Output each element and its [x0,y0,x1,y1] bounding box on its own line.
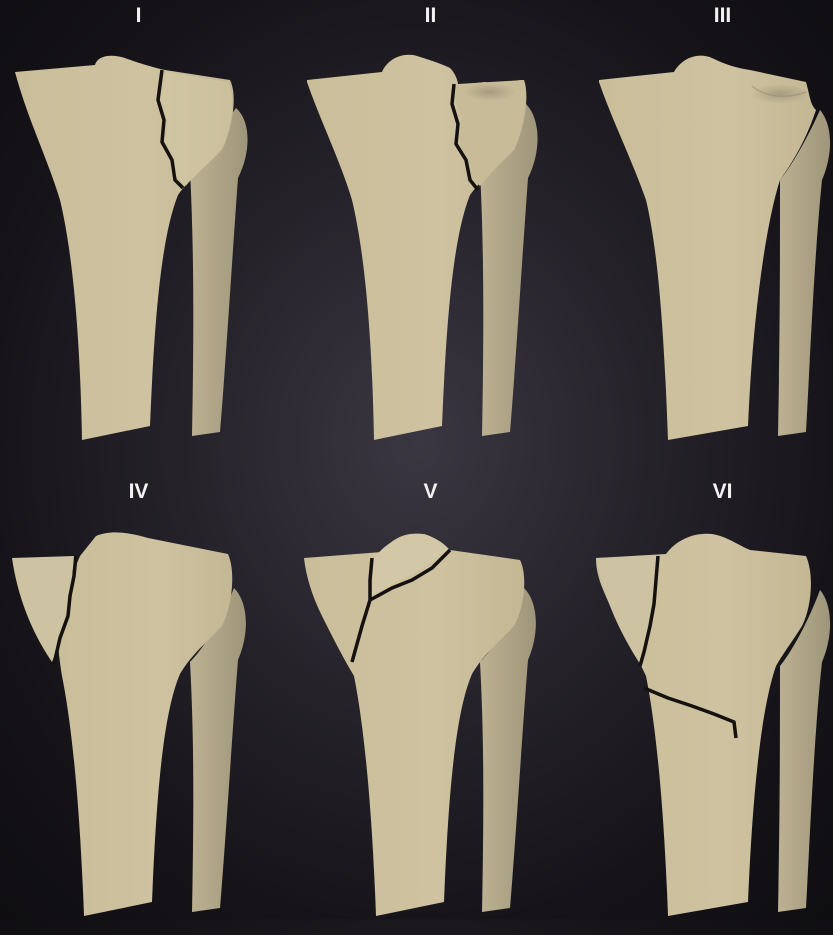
depression-shadow [464,83,516,101]
panel-type-3: III [584,0,833,459]
tibia-type-4-illustration [0,476,277,935]
panel-type-4: IV [0,476,277,935]
panel-label: IV [0,480,277,504]
panel-type-5: V [292,476,569,935]
panel-label: II [292,4,569,28]
tibia-type-3-illustration [584,0,833,459]
panel-type-6: VI [584,476,833,935]
panel-label: VI [584,480,833,504]
tibia-type-6-illustration [584,476,833,935]
tibia-type-2-illustration [292,0,569,459]
panel-label: III [584,4,833,28]
panel-type-1: I [0,0,277,459]
panel-label: I [0,4,277,28]
panel-label: V [292,480,569,504]
tibia-type-5-illustration [292,476,569,935]
tibia-type-1-illustration [0,0,277,459]
panel-type-2: II [292,0,569,459]
